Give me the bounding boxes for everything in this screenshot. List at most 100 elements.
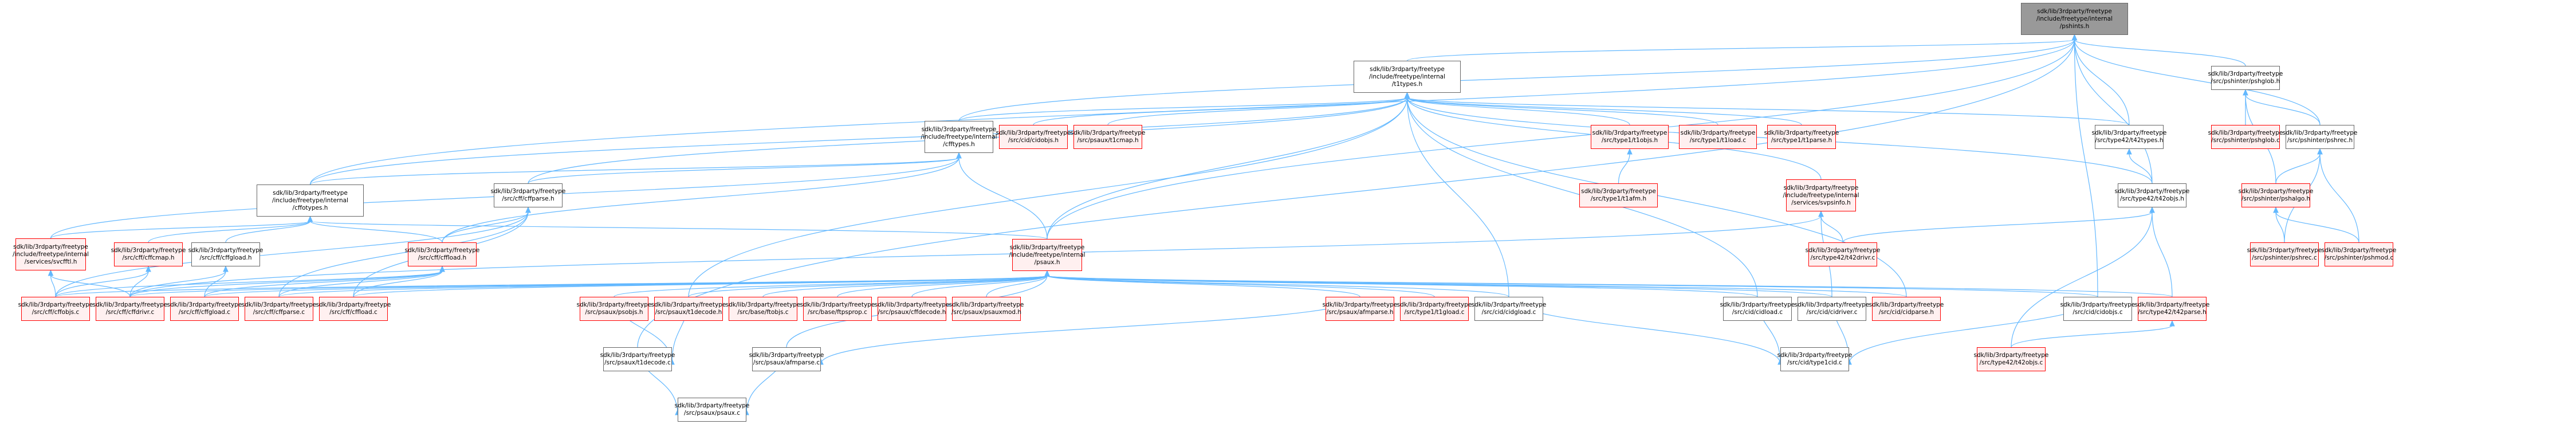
node-label-line: /src/cff/cffload.c [329, 309, 377, 316]
node-cffcmap-h[interactable]: sdk/lib/3rdparty/freetype/src/cff/cffcma… [111, 242, 186, 266]
node-t1decode-c[interactable]: sdk/lib/3rdparty/freetype/src/psaux/t1de… [600, 347, 675, 371]
node-t42drivr-c[interactable]: sdk/lib/3rdparty/freetype/src/type42/t42… [1806, 242, 1880, 266]
node-label-line: /src/cid/cidobjs.c [2072, 309, 2123, 316]
node-label-line: sdk/lib/3rdparty/freetype [725, 301, 801, 308]
node-cffotypes-h[interactable]: sdk/lib/3rdparty/freetype/include/freety… [257, 184, 364, 217]
node-label-line: sdk/lib/3rdparty/freetype [2208, 70, 2283, 77]
edge-cffobjs_c-to-cffcmap_h [55, 270, 149, 297]
node-cidobjs-c[interactable]: sdk/lib/3rdparty/freetype/src/cid/cidobj… [2060, 297, 2135, 321]
node-t42objs-c[interactable]: sdk/lib/3rdparty/freetype/src/type42/t42… [1974, 347, 2048, 371]
node-cffdecode-h[interactable]: sdk/lib/3rdparty/freetype/src/psaux/cffd… [875, 297, 949, 321]
node-cidriver-c[interactable]: sdk/lib/3rdparty/freetype/src/cid/cidriv… [1795, 297, 1869, 321]
node-label-line: /src/pshinter/pshglob.c [2211, 137, 2280, 144]
node-label-line: sdk/lib/3rdparty/freetype [188, 247, 264, 254]
node-afmparse-h[interactable]: sdk/lib/3rdparty/freetype/src/psaux/afmp… [1323, 297, 1397, 321]
edge-t42types_h-to-pshints_h [2074, 39, 2130, 125]
node-t1decode-h[interactable]: sdk/lib/3rdparty/freetype/src/psaux/t1de… [651, 297, 726, 321]
node-label-line: /cffotypes.h [292, 204, 328, 211]
node-t1gload-c[interactable]: sdk/lib/3rdparty/freetype/src/type1/t1gl… [1397, 297, 1472, 321]
node-cffgload-c[interactable]: sdk/lib/3rdparty/freetype/src/cff/cffglo… [167, 297, 242, 321]
node-t42types-h[interactable]: sdk/lib/3rdparty/freetype/src/type42/t42… [2092, 125, 2166, 149]
edge-t42objs_h-to-t42types_h [2129, 153, 2153, 184]
arrowhead-icon [2126, 148, 2132, 155]
node-cidparse-h[interactable]: sdk/lib/3rdparty/freetype/src/cid/cidpar… [1869, 297, 1944, 321]
node-label-line: sdk/lib/3rdparty/freetype [1720, 301, 1795, 308]
node-pshglob-c[interactable]: sdk/lib/3rdparty/freetype/src/pshinter/p… [2208, 125, 2283, 149]
edge-cidgload_c-to-t1types_h [1406, 97, 1509, 297]
edge-t42drivr_c-to-svpsinfo_h [1820, 215, 1843, 243]
edge-cffload_h-to-cfftypes_h [442, 157, 959, 243]
node-label-line: /src/psaux/t1decode.c [604, 359, 671, 366]
node-label-line: /src/pshinter/pshglob.h [2211, 78, 2280, 85]
node-cidgload-c[interactable]: sdk/lib/3rdparty/freetype/src/cid/cidglo… [1472, 297, 1546, 321]
node-t42parse-h[interactable]: sdk/lib/3rdparty/freetype/src/type42/t42… [2135, 297, 2209, 321]
node-pshalgo-h[interactable]: sdk/lib/3rdparty/freetype/src/pshinter/p… [2239, 183, 2313, 207]
node-t1objs-h[interactable]: sdk/lib/3rdparty/freetype/src/type1/t1ob… [1591, 125, 1669, 149]
edge-cffdecode_h-to-psaux_h [911, 275, 1048, 297]
edge-cffdrivr_c-to-cffcmap_h [129, 270, 149, 297]
node-label-line: sdk/lib/3rdparty/freetype [1794, 301, 1870, 308]
node-t1afm-h[interactable]: sdk/lib/3rdparty/freetype/src/type1/t1af… [1579, 183, 1658, 207]
node-label-line: /src/psaux/cffdecode.h [878, 309, 946, 316]
edge-cffparse_h-to-cfftypes_h [528, 157, 959, 184]
node-psaux-c[interactable]: sdk/lib/3rdparty/freetype/src/psaux/psau… [675, 398, 749, 422]
edge-ftobjs_c-to-psaux_h [762, 275, 1048, 297]
node-label-line: sdk/lib/3rdparty/freetype [1009, 244, 1085, 251]
node-label-line: /services/svpsinfo.h [1791, 199, 1851, 206]
edge-cffobjs_c-to-cffparse_h [55, 211, 529, 297]
node-cffload-h[interactable]: sdk/lib/3rdparty/freetype/src/cff/cffloa… [405, 242, 479, 266]
node-psobjs-h[interactable]: sdk/lib/3rdparty/freetype/src/psaux/psob… [577, 297, 651, 321]
node-cidobjs-h[interactable]: sdk/lib/3rdparty/freetype/src/cid/cidobj… [996, 125, 1071, 149]
arrowhead-icon [2243, 89, 2248, 96]
node-label-line: /src/cff/cffload.h [418, 254, 467, 261]
node-afmparse-c[interactable]: sdk/lib/3rdparty/freetype/src/psaux/afmp… [749, 347, 824, 371]
node-svpsinfo-h[interactable]: sdk/lib/3rdparty/freetype/include/freety… [1783, 179, 1859, 211]
node-pshints-h[interactable]: sdk/lib/3rdparty/freetype/include/freety… [2021, 3, 2128, 35]
node-ftpsprop-c[interactable]: sdk/lib/3rdparty/freetype/src/base/ftpsp… [800, 297, 875, 321]
node-cidload-c[interactable]: sdk/lib/3rdparty/freetype/src/cid/cidloa… [1720, 297, 1795, 321]
node-label-line: /src/cff/cffobjs.c [32, 309, 80, 316]
node-t1load-c[interactable]: sdk/lib/3rdparty/freetype/src/type1/t1lo… [1679, 125, 1757, 149]
node-pshrec-h[interactable]: sdk/lib/3rdparty/freetype/src/pshinter/p… [2283, 125, 2357, 149]
node-t1cmap-h[interactable]: sdk/lib/3rdparty/freetype/src/psaux/t1cm… [1071, 125, 1145, 149]
node-label-line: /src/type42/t42objs.h [2120, 195, 2184, 202]
edge-t42objs_c-to-t42objs_h [2011, 211, 2153, 348]
edge-cffdrivr_c-to-cffgload_h [129, 270, 226, 297]
node-pshmod-c[interactable]: sdk/lib/3rdparty/freetype/src/pshinter/p… [2322, 242, 2396, 266]
node-label-line: /src/psaux/psobjs.h [585, 309, 643, 316]
node-t1types-h[interactable]: sdk/lib/3rdparty/freetype/include/freety… [1354, 61, 1461, 93]
node-label-line: sdk/lib/3rdparty/freetype [1322, 301, 1398, 308]
node-cffobjs-c[interactable]: sdk/lib/3rdparty/freetype/src/cff/cffobj… [18, 297, 93, 321]
node-label-line: sdk/lib/3rdparty/freetype [1869, 301, 1944, 308]
node-psauxmod-h[interactable]: sdk/lib/3rdparty/freetype/src/psaux/psau… [949, 297, 1024, 321]
node-t1parse-h[interactable]: sdk/lib/3rdparty/freetype/src/type1/t1pa… [1764, 125, 1839, 149]
edge-t1cmap_h-to-t1types_h [1107, 97, 1408, 125]
node-label-line: /src/psaux/t1cmap.h [1077, 137, 1139, 144]
node-cffparse-h[interactable]: sdk/lib/3rdparty/freetype/src/cff/cffpar… [491, 183, 565, 207]
node-label-line: /src/base/ftpsprop.c [808, 309, 867, 316]
node-label-line: sdk/lib/3rdparty/freetype [1592, 129, 1667, 136]
node-t42objs-h[interactable]: sdk/lib/3rdparty/freetype/src/type42/t42… [2115, 183, 2189, 207]
node-label-line: sdk/lib/3rdparty/freetype [949, 301, 1024, 308]
node-cffdrivr-c[interactable]: sdk/lib/3rdparty/freetype/src/cff/cffdri… [93, 297, 167, 321]
node-cffparse-c[interactable]: sdk/lib/3rdparty/freetype/src/cff/cffpar… [242, 297, 316, 321]
node-ftobjs-c[interactable]: sdk/lib/3rdparty/freetype/src/base/ftobj… [726, 297, 800, 321]
node-label-line: /src/pshinter/pshrec.c [2252, 254, 2317, 261]
node-type1cid-c[interactable]: sdk/lib/3rdparty/freetype/src/cid/type1c… [1777, 347, 1852, 371]
node-label-line: /include/freetype/internal [272, 197, 349, 204]
node-pshrec-c[interactable]: sdk/lib/3rdparty/freetype/src/pshinter/p… [2247, 242, 2322, 266]
node-pshglob-h[interactable]: sdk/lib/3rdparty/freetype/src/pshinter/p… [2208, 66, 2283, 90]
node-cfftypes-h[interactable]: sdk/lib/3rdparty/freetype/include/freety… [921, 121, 997, 153]
node-label-line: /src/type1/t1gload.c [1404, 309, 1465, 316]
node-label-line: /cfftypes.h [943, 140, 975, 148]
node-label-line: sdk/lib/3rdparty/freetype [2282, 129, 2358, 136]
node-cffload-c[interactable]: sdk/lib/3rdparty/freetype/src/cff/cffloa… [316, 297, 391, 321]
node-psaux-h[interactable]: sdk/lib/3rdparty/freetype/include/freety… [1009, 239, 1086, 271]
node-svcfftl-h[interactable]: sdk/lib/3rdparty/freetype/include/freety… [13, 238, 89, 270]
edge-cffload_c-to-psaux_h [353, 275, 1048, 297]
node-cffgload-h[interactable]: sdk/lib/3rdparty/freetype/src/cff/cffglo… [188, 242, 263, 266]
node-label-line: sdk/lib/3rdparty/freetype [2037, 7, 2112, 15]
arrowhead-icon [525, 206, 531, 213]
node-label-line: sdk/lib/3rdparty/freetype [1777, 352, 1853, 359]
node-label-line: sdk/lib/3rdparty/freetype [1680, 129, 1756, 136]
